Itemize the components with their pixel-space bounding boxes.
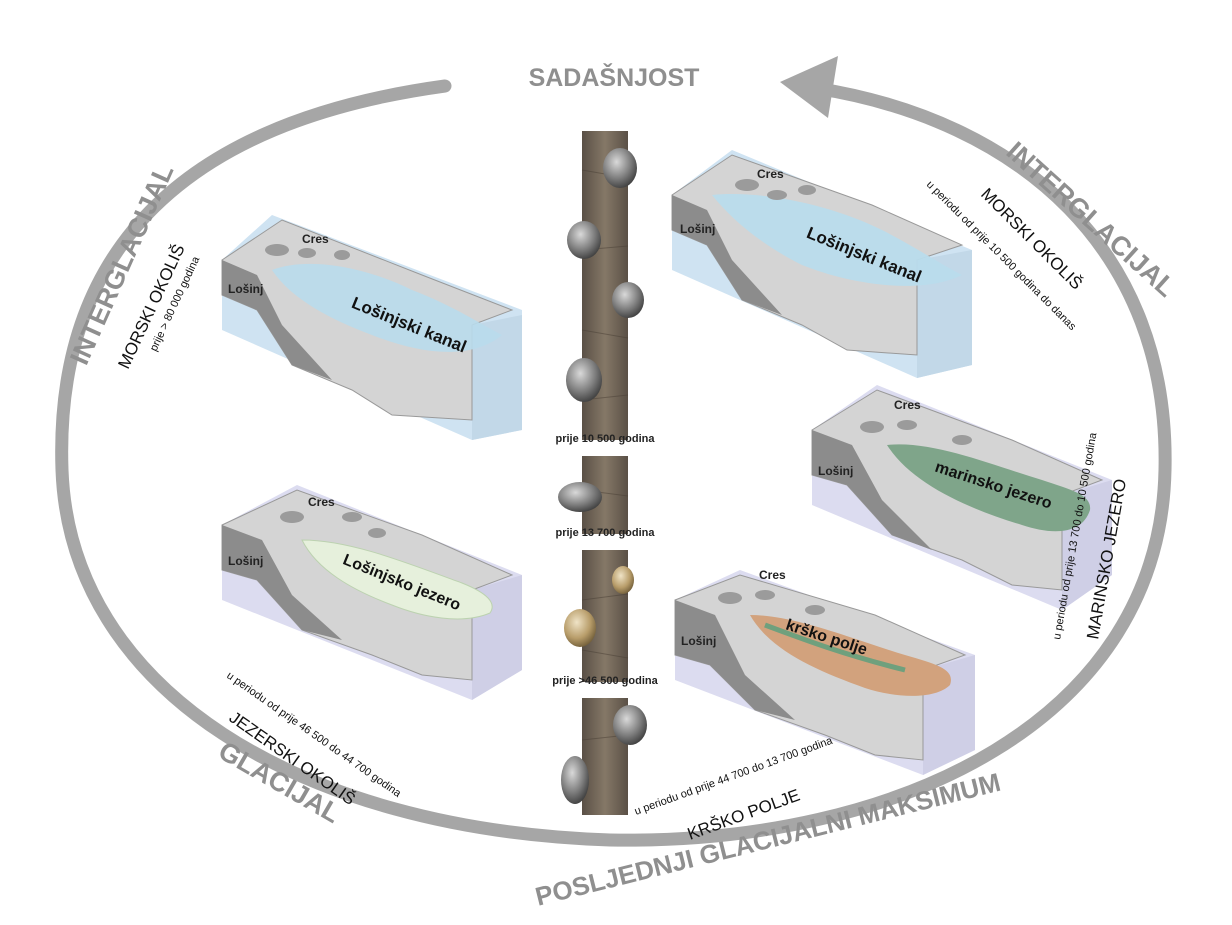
arrowhead-icon bbox=[780, 56, 838, 118]
island-losinj-label: Lošinj bbox=[818, 464, 853, 478]
island-cres-label: Cres bbox=[302, 232, 329, 246]
core-label-10500: prije 10 500 godina bbox=[555, 433, 655, 445]
island-cres-label: Cres bbox=[894, 398, 921, 412]
island-losinj-label: Lošinj bbox=[681, 634, 716, 648]
island-cres-label: Cres bbox=[759, 568, 786, 582]
core-label-46500: prije >46 500 godina bbox=[552, 675, 658, 687]
block-diagram-lake: Cres Lošinj Lošinjsko jezero bbox=[221, 485, 522, 700]
present-label: SADAŠNJOST bbox=[529, 62, 700, 92]
island-losinj-label: Lošinj bbox=[228, 554, 263, 568]
snail-shell-icon bbox=[564, 566, 634, 647]
block-diagram-karst-field: Cres Lošinj krško polje bbox=[674, 568, 975, 775]
island-losinj-label: Lošinj bbox=[228, 282, 263, 296]
core-label-13700: prije 13 700 godina bbox=[555, 527, 655, 539]
cycle-arrow bbox=[55, 56, 1172, 847]
block-diagram-marine-lake: Cres Lošinj marinsko jezero bbox=[811, 385, 1112, 610]
island-cres-label: Cres bbox=[757, 167, 784, 181]
island-cres-label: Cres bbox=[308, 495, 335, 509]
island-losinj-label: Lošinj bbox=[680, 222, 715, 236]
env-period: u periodu od prije 44 700 do 13 700 godi… bbox=[633, 734, 835, 817]
sediment-core: prije 10 500 godina prije 13 700 godina … bbox=[552, 131, 659, 815]
block-diagram-present-marine: Cres Lošinj Lošinjski kanal bbox=[671, 150, 972, 378]
foraminifera-fossil-icon bbox=[558, 148, 647, 804]
block-diagram-past-marine: Cres Lošinj Lošinjski kanal bbox=[221, 215, 522, 440]
